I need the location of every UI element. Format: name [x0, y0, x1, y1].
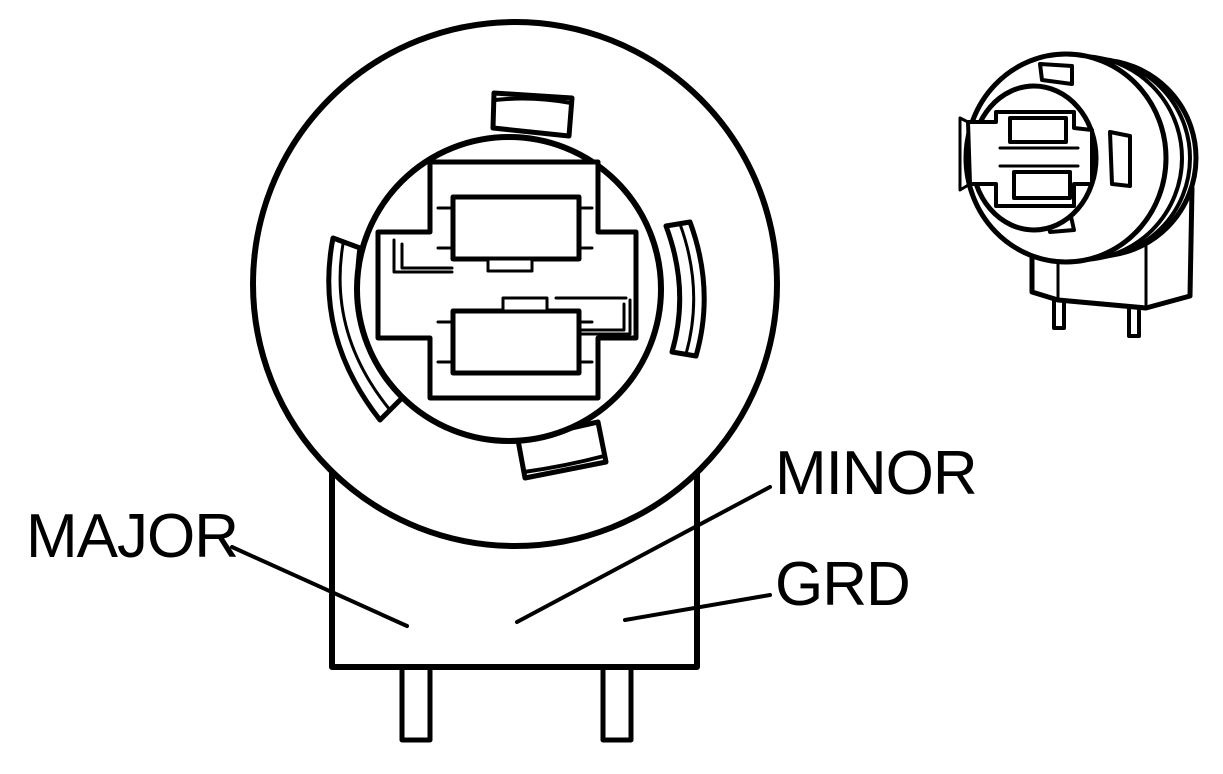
leader-line-major: [230, 545, 409, 628]
leader-line-minor: [515, 485, 772, 624]
label-minor: MINOR: [775, 439, 977, 508]
leader-line-grd: [623, 593, 772, 622]
socket-front-view: [250, 19, 780, 743]
terminal-pin-right: [600, 657, 634, 743]
contact-block-upper: [450, 194, 582, 262]
terminal-pin-left: [399, 657, 433, 743]
bayonet-tab-right: [663, 219, 707, 359]
label-major: MAJOR: [26, 502, 238, 571]
contact-block-lower: [450, 308, 582, 376]
socket-perspective-view: [958, 51, 1199, 338]
label-grd: GRD: [775, 550, 910, 619]
bayonet-tab-top: [490, 90, 575, 139]
